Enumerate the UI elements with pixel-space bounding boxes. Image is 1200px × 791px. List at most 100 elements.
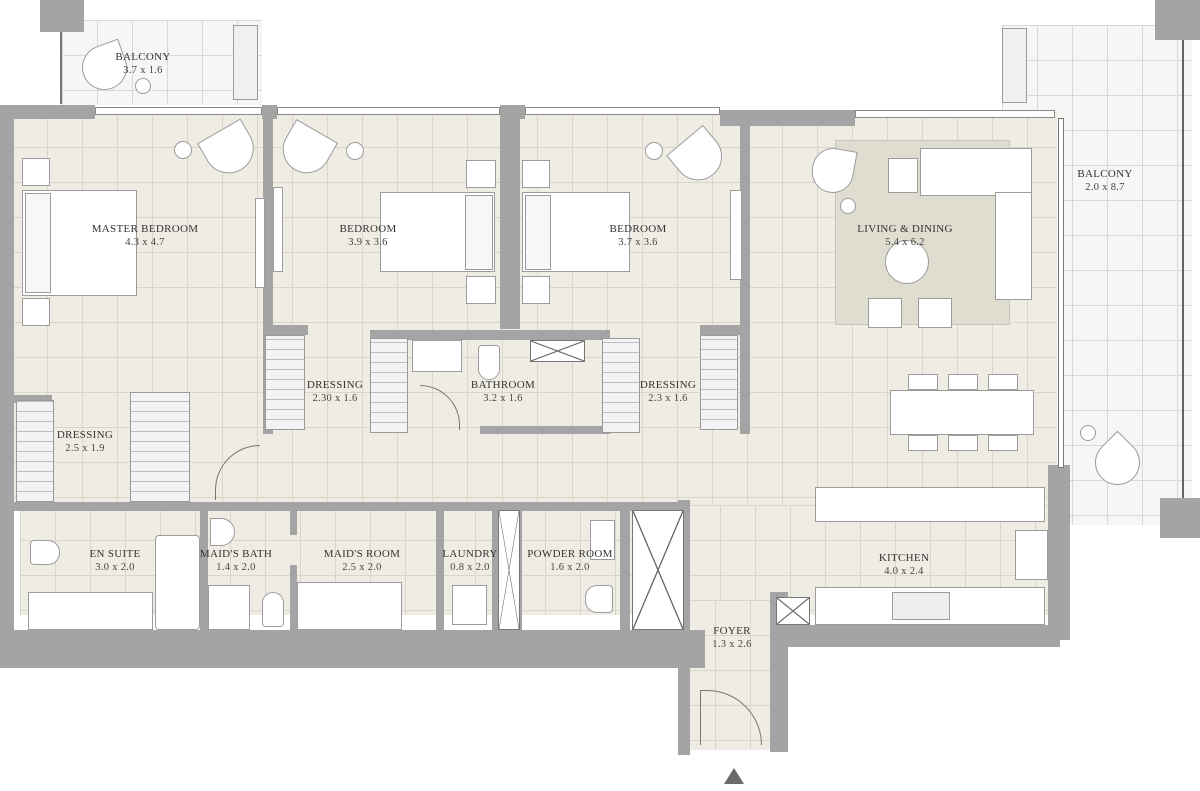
window bbox=[95, 107, 262, 115]
balcony-railing bbox=[60, 32, 62, 104]
nightstand bbox=[22, 158, 50, 186]
dining-chair bbox=[908, 435, 938, 451]
side-table bbox=[346, 142, 364, 160]
nightstand bbox=[522, 276, 550, 304]
coffee-table bbox=[885, 240, 929, 284]
side-table bbox=[174, 141, 192, 159]
toilet bbox=[585, 585, 613, 613]
sofa bbox=[920, 148, 1032, 196]
side-table bbox=[135, 78, 151, 94]
wall-bed2-south bbox=[273, 325, 308, 335]
wall-north-mid bbox=[262, 105, 277, 119]
pillow bbox=[525, 195, 551, 270]
cooktop bbox=[1015, 530, 1048, 580]
dining-table bbox=[890, 390, 1034, 435]
sink bbox=[210, 518, 235, 546]
wall-bed3-south bbox=[700, 325, 740, 335]
dining-chair bbox=[988, 435, 1018, 451]
wardrobe bbox=[602, 338, 640, 433]
pouf bbox=[868, 298, 902, 328]
balcony-master-floor bbox=[62, 20, 262, 105]
wall-kitchen-south bbox=[770, 625, 1060, 647]
wardrobe bbox=[265, 335, 305, 430]
wardrobe bbox=[130, 392, 190, 502]
wall-bedroom-divider-1 bbox=[263, 119, 273, 434]
wall-east-lower bbox=[1048, 465, 1070, 640]
window-east bbox=[1058, 118, 1064, 468]
side-table bbox=[840, 198, 856, 214]
wall-dressing-divider bbox=[12, 395, 52, 403]
balcony-post bbox=[40, 0, 84, 32]
nightstand bbox=[466, 276, 496, 304]
kitchen-island bbox=[815, 487, 1045, 522]
nightstand bbox=[466, 160, 496, 188]
window bbox=[277, 107, 500, 115]
window bbox=[525, 107, 720, 115]
wardrobe bbox=[700, 335, 738, 430]
window bbox=[855, 110, 1055, 118]
toilet bbox=[478, 345, 500, 380]
balcony-railing bbox=[1182, 40, 1184, 500]
wall-north-left bbox=[0, 105, 95, 119]
bed bbox=[297, 582, 402, 630]
dining-chair bbox=[948, 374, 978, 390]
balcony-post bbox=[1155, 0, 1200, 40]
bathtub bbox=[155, 535, 200, 630]
tv-unit bbox=[255, 198, 265, 288]
tv-unit bbox=[730, 190, 742, 280]
wall-bath-south bbox=[480, 426, 610, 434]
pillow bbox=[465, 195, 493, 270]
dining-chair bbox=[988, 374, 1018, 390]
wall-west bbox=[0, 105, 14, 645]
balcony-post bbox=[1160, 498, 1200, 538]
wall-north-mid2 bbox=[500, 105, 525, 119]
side-table bbox=[1080, 425, 1096, 441]
wall-north-mid3 bbox=[720, 110, 855, 126]
vanity bbox=[412, 340, 462, 372]
sofa-chaise bbox=[995, 192, 1032, 300]
planter bbox=[1002, 28, 1027, 103]
wall-ensuite-maid bbox=[200, 510, 208, 630]
toilet bbox=[30, 540, 60, 565]
side-table bbox=[645, 142, 663, 160]
double-vanity bbox=[28, 592, 153, 630]
toilet bbox=[262, 592, 284, 627]
dining-chair bbox=[948, 435, 978, 451]
wall-bedroom-divider-2 bbox=[500, 119, 520, 329]
planter bbox=[233, 25, 258, 100]
pouf bbox=[918, 298, 952, 328]
nightstand bbox=[522, 160, 550, 188]
wall-powder-east bbox=[620, 505, 630, 630]
wall-bedroom-divider-3 bbox=[740, 119, 750, 434]
shaft bbox=[498, 510, 520, 630]
shower-tray bbox=[208, 585, 250, 630]
sink bbox=[590, 520, 615, 560]
entrance-arrow-icon bbox=[724, 768, 744, 784]
wall-service-south bbox=[0, 630, 705, 668]
dining-chair bbox=[908, 374, 938, 390]
pillow bbox=[25, 193, 51, 293]
washer bbox=[452, 585, 487, 625]
shower bbox=[530, 340, 585, 362]
wall-bath-north bbox=[370, 330, 610, 340]
wall-maid-room-2 bbox=[290, 565, 297, 630]
wall-service-north bbox=[14, 502, 689, 511]
wall-maid-room bbox=[290, 510, 297, 535]
wardrobe bbox=[16, 400, 54, 502]
wall-laundry-west bbox=[436, 505, 444, 630]
shaft bbox=[776, 597, 810, 625]
